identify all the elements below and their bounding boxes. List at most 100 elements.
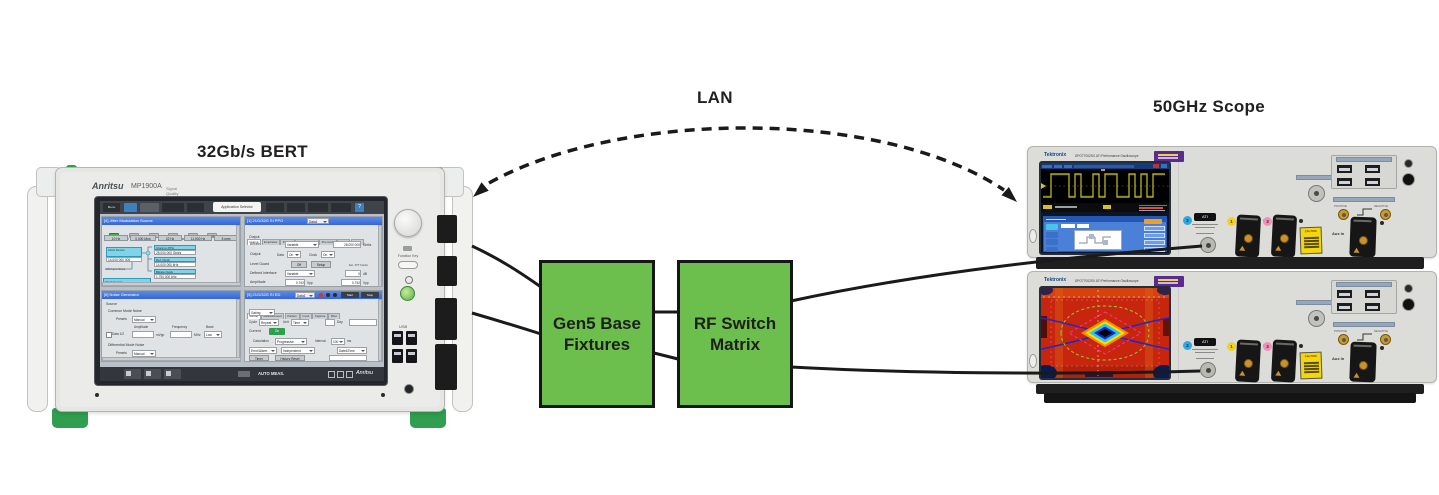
usb-port — [1365, 303, 1380, 311]
interval-label: Interval — [315, 339, 326, 343]
menu-button: Menu — [103, 203, 120, 212]
auto-meas-text: AUTO MEAS. — [258, 371, 285, 376]
toolbar-button — [287, 203, 305, 212]
scope-screen — [1041, 288, 1169, 378]
diff-fast-edge-header — [1333, 322, 1395, 327]
dc-probe-cal-connector — [1308, 185, 1325, 202]
caution-text: CAUTION — [1304, 354, 1317, 359]
scope-screen-bezel — [1039, 286, 1171, 380]
interval-select: 100 — [331, 338, 345, 345]
bert-label: 32Gb/s BERT — [197, 142, 308, 161]
amplitude-value: 0.762 — [285, 279, 305, 286]
clock-block-value: 14.000 000 kHz — [154, 262, 196, 267]
clock-source-value: 14.000 000 000 — [106, 257, 142, 262]
dc-probe-cal-label — [1296, 175, 1334, 180]
noise-frequency-box — [170, 331, 192, 338]
tab: Capture — [312, 313, 328, 319]
taskbar-button — [164, 369, 181, 379]
function-key-label: Function Key — [397, 254, 419, 258]
bert-screen-toolbar: Menu Application Selector ? — [100, 201, 384, 214]
positive-label: POSITIVE — [1334, 204, 1347, 208]
toolbar-button — [162, 203, 184, 212]
taskbar-anritsu-logo: Anritsu — [356, 370, 374, 376]
cycle-select: Repeat — [259, 319, 279, 326]
jitter-panel: [4] Jitter Modulation Source SJ1On SJ2Of… — [101, 216, 241, 287]
ppg-data-selector: Data1 — [307, 218, 329, 224]
clock-block: Clock to PPG — [154, 245, 196, 250]
scope-bottom: Tektronix DPO77002SX ATI Performance Osc… — [1027, 271, 1437, 383]
power-button — [1029, 229, 1037, 243]
current-on-chip: On — [269, 328, 285, 335]
dialog-panel — [1043, 216, 1167, 252]
rf-switch-matrix-box: RF Switch Matrix — [677, 260, 793, 408]
frequency-col-label: Frequency — [172, 325, 188, 329]
side-connector-module — [437, 215, 457, 243]
tab: Input — [300, 313, 312, 319]
tektronix-logo: Tektronix — [1044, 152, 1067, 158]
positive-connector — [1338, 334, 1349, 345]
taskbar-box — [238, 371, 250, 377]
tab: Misc — [328, 313, 340, 319]
presets-label-2: Presets — [116, 351, 127, 355]
negative-connector — [1380, 334, 1391, 345]
ati-fine-print — [1196, 233, 1214, 234]
channel-3-dot: 3 — [1263, 217, 1272, 226]
clock-block: Ref. Clock — [154, 257, 196, 262]
common-mode-label: Common Mode Noise — [108, 309, 142, 313]
calculation-label: Calculation — [253, 339, 269, 343]
aux-in-module — [1349, 216, 1377, 258]
start-button: Start — [341, 292, 359, 298]
edge-glyph — [1357, 208, 1372, 216]
ground-jack — [404, 384, 414, 394]
jitter-value: 10 Hz — [104, 235, 128, 241]
fixtures-box-line2: Fixtures — [563, 335, 631, 354]
taskbar-button — [144, 369, 161, 379]
mhz-unit: MHz — [194, 333, 201, 337]
negative-label: NEGATIVE — [1374, 204, 1388, 208]
data12-label: Data 1/2 — [112, 332, 125, 336]
probe-module-ch3 — [1270, 214, 1298, 258]
status-led — [326, 293, 330, 297]
ati-fine-print — [1196, 358, 1214, 359]
amplitude-unit: Vpp — [307, 281, 313, 285]
clock-block-value: 1.750 000 kHz — [154, 274, 196, 279]
aux-in-module — [1349, 341, 1377, 383]
ati-fine-print — [1192, 224, 1218, 225]
presets-select: Manual — [132, 316, 156, 323]
gating-select: Gating — [249, 309, 275, 316]
scrollbar — [378, 299, 382, 361]
ati-input-label: ATI — [1194, 213, 1216, 221]
toolbar-button — [266, 203, 284, 212]
eye-diagram-heatmap — [1041, 288, 1169, 378]
scope-screen-bezel — [1039, 161, 1171, 255]
mvpp-unit: mVpp — [156, 333, 165, 337]
probe-module-ch3 — [1270, 339, 1298, 383]
cable-bert-to-fixtures-2 — [471, 311, 542, 336]
independent-select: Independent — [281, 347, 315, 354]
taskbar-icon — [337, 371, 344, 378]
bitrate-unit: Gbit/s — [363, 243, 372, 247]
scope-top: Tektronix DPO77002SX ATI Performance Osc… — [1027, 146, 1437, 258]
screw — [95, 393, 99, 397]
caution-sticker: CAUTION — [1299, 226, 1323, 255]
ms-unit: ms — [347, 339, 352, 343]
lan-dashed-curve — [488, 126, 1005, 192]
source-label: Source — [106, 302, 118, 306]
timer-button: Timer — [249, 355, 269, 361]
ati-fine-print — [1192, 349, 1218, 350]
toolbar-button — [308, 203, 328, 212]
cable-fixtures-to-switch-2 — [653, 351, 679, 361]
timestamp-box — [329, 355, 367, 361]
waveform-plot — [1041, 169, 1169, 198]
channel-1-dot: 1 — [1227, 217, 1236, 226]
jitter-value: 22 Hz — [158, 235, 182, 241]
help-button: ? — [355, 203, 364, 212]
edge-glyph — [1357, 333, 1372, 341]
bert-left-handle — [27, 186, 48, 412]
bitrate-select: Variable — [285, 241, 319, 248]
bert-foot-left — [52, 408, 88, 428]
function-key-button — [398, 261, 418, 269]
power-icon — [405, 276, 413, 284]
